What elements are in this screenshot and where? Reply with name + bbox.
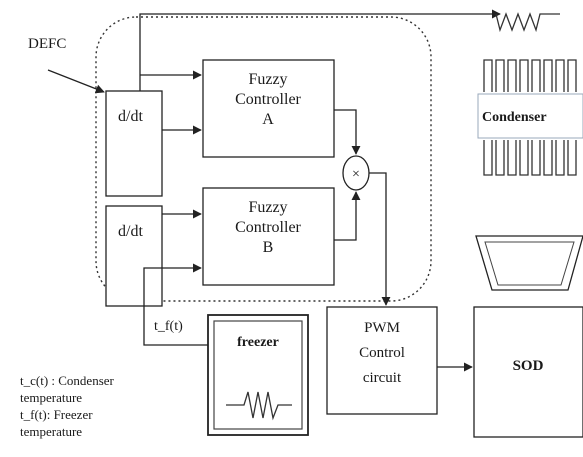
defc-pointer-arrow	[47, 69, 105, 94]
legend-line-4: temperature	[20, 424, 83, 439]
pwm-line1: PWM	[364, 320, 400, 336]
defc-label: DEFC	[28, 36, 66, 52]
legend-line-3: t_f(t): Freezer	[20, 407, 93, 422]
wire-multiplier-to-pwm	[369, 172, 391, 306]
legend: t_c(t) : Condenser temperature t_f(t): F…	[20, 372, 170, 440]
pwm-line2: Control	[359, 345, 405, 361]
fuzzy-controller-a-box	[202, 59, 335, 158]
fuzzy-controller-b-box	[202, 187, 335, 286]
pwm-control-box	[326, 306, 438, 415]
freezer-inner-box	[213, 320, 303, 430]
derivative-b-label: d/dt	[118, 223, 143, 240]
legend-line-1: t_c(t) : Condenser	[20, 373, 114, 388]
fuzzy-a-line3: A	[262, 111, 274, 128]
sod-box	[473, 306, 583, 438]
fuzzy-b-line3: B	[263, 239, 274, 256]
heater-coil-icon	[495, 12, 560, 33]
defc-boundary	[95, 16, 432, 302]
freezer-coil-icon	[226, 391, 292, 421]
freezer-label: freezer	[237, 335, 279, 350]
fuzzy-a-line2: Controller	[235, 91, 301, 108]
multiplier-symbol: ×	[352, 167, 360, 182]
fuzzy-b-line2: Controller	[235, 219, 301, 236]
legend-line-2: temperature	[20, 390, 83, 405]
derivative-a-label: d/dt	[118, 108, 143, 125]
condenser-label: Condenser	[482, 110, 547, 125]
pwm-line3: circuit	[363, 370, 402, 386]
derivative-block-b	[105, 205, 163, 307]
sod-label: SOD	[513, 358, 544, 374]
compressor-icon	[475, 235, 583, 291]
freezer-signal-label: t_f(t)	[154, 319, 183, 334]
condenser-feedback-wire	[139, 9, 501, 92]
wire-fuzzy-a-to-multiplier	[334, 109, 361, 155]
derivative-block-a	[105, 90, 163, 197]
wire-signal-to-fuzzy-b	[143, 263, 202, 306]
condenser-label-box	[477, 93, 583, 139]
fuzzy-a-line1: Fuzzy	[248, 71, 287, 88]
condenser-coil-top-icon	[483, 59, 577, 92]
compressor-inner-outline	[484, 241, 575, 286]
wire-freezer-temp	[143, 306, 208, 346]
wire-fuzzy-b-to-multiplier	[334, 191, 361, 241]
fuzzy-b-line1: Fuzzy	[248, 199, 287, 216]
condenser-coil-bottom-icon	[483, 140, 577, 176]
